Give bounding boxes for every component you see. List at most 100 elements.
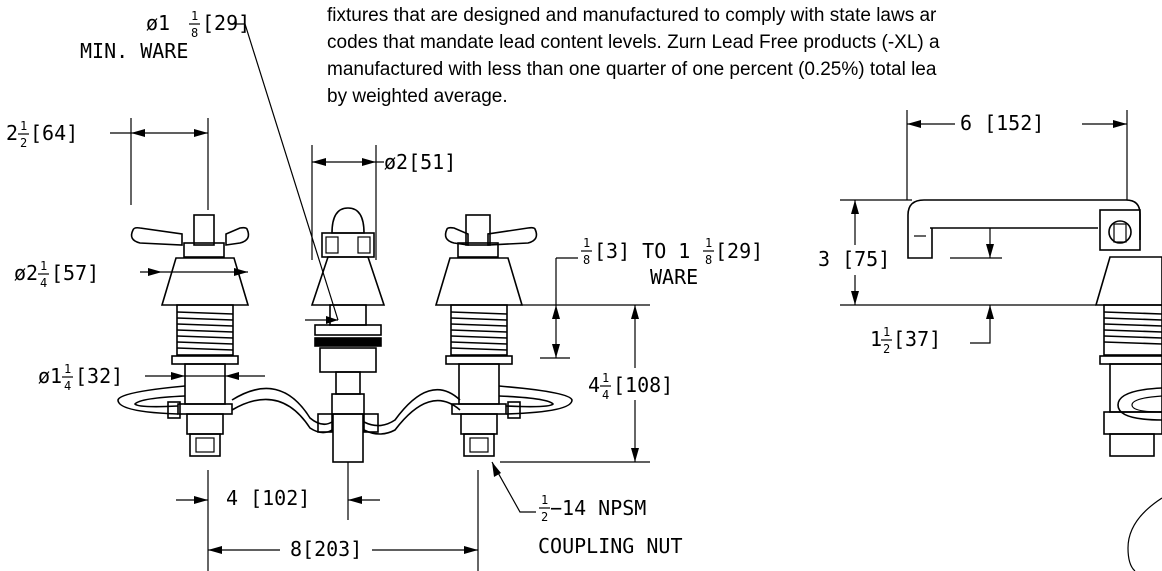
svg-text:ø2: ø2 xyxy=(14,261,38,285)
right-handle-hub xyxy=(465,214,491,246)
svg-text:2: 2 xyxy=(6,121,18,145)
left-valve-body xyxy=(184,363,226,405)
dim-spout-center: 4 [102] xyxy=(176,462,380,571)
right-lever-handle xyxy=(487,226,538,246)
note-line-2: codes that mandate lead content levels. … xyxy=(327,32,940,53)
svg-text:1: 1 xyxy=(870,327,882,351)
left-locknut xyxy=(177,403,233,415)
svg-text:4: 4 xyxy=(588,373,600,397)
dim-center-spread: 8[203] xyxy=(208,470,479,571)
svg-text:[32]: [32] xyxy=(75,364,123,388)
right-handle-collar xyxy=(457,242,499,258)
svg-text:[108]: [108] xyxy=(613,373,673,397)
svg-text:WARE: WARE xyxy=(650,265,698,289)
lead-free-note: fixtures that are designed and manufactu… xyxy=(327,5,940,107)
right-inlet-nut xyxy=(463,433,495,457)
spout-inlet xyxy=(332,413,364,463)
svg-text:1: 1 xyxy=(583,236,590,250)
dim-min-ware: ø1 1 8 [29] MIN. WARE xyxy=(80,9,339,324)
spout-washer xyxy=(314,324,382,336)
svg-text:1: 1 xyxy=(64,362,71,376)
side-spout-arm xyxy=(907,199,1141,240)
svg-text:1: 1 xyxy=(191,9,198,23)
svg-text:2: 2 xyxy=(883,342,890,356)
svg-text:8: 8 xyxy=(583,253,590,267)
svg-text:4: 4 xyxy=(40,276,47,290)
front-view: ø1 1 8 [29] MIN. WARE 2 1 2 [64] ø2[ xyxy=(6,9,763,571)
dim-handle-spread: 2 1 2 [64] xyxy=(6,118,209,210)
svg-text:6 [152]: 6 [152] xyxy=(960,111,1044,135)
svg-text:1: 1 xyxy=(541,493,548,507)
svg-text:1: 1 xyxy=(883,325,890,339)
svg-text:3 [75]: 3 [75] xyxy=(818,247,890,271)
right-valve xyxy=(434,214,538,457)
svg-text:ø2[51]: ø2[51] xyxy=(384,150,456,174)
side-escutcheon xyxy=(1094,256,1162,306)
left-inlet-nut xyxy=(189,433,221,457)
dim-shank-dia: ø1 1 4 [32] xyxy=(38,362,265,393)
svg-text:1: 1 xyxy=(40,259,47,273)
right-escutcheon xyxy=(434,257,524,306)
side-supply-loop xyxy=(1127,497,1162,571)
left-lever-handle-right xyxy=(225,226,250,246)
dim-shank-len: 4 1 4 [108] xyxy=(500,305,673,463)
dim-min-ware-prefix: ø1 xyxy=(146,11,170,35)
svg-text:4: 4 xyxy=(64,379,71,393)
right-flange xyxy=(445,355,513,365)
dim-min-ware-label: MIN. WARE xyxy=(80,39,188,63)
svg-text:[29]: [29] xyxy=(715,239,763,263)
note-line-4: by weighted average. xyxy=(327,86,508,107)
svg-text:8: 8 xyxy=(191,26,198,40)
right-valve-body xyxy=(458,363,500,405)
right-coupling xyxy=(460,413,498,435)
dim-coupling-nut: 1 2 −14 NPSM COUPLING NUT xyxy=(491,461,683,558)
right-lever-handle-left xyxy=(444,226,469,246)
svg-text:[64]: [64] xyxy=(30,121,78,145)
dim-spout-reach: 6 [152] xyxy=(906,110,1128,200)
side-spout-body xyxy=(1099,209,1141,251)
left-handle-hub xyxy=(193,214,215,246)
svg-text:1: 1 xyxy=(602,371,609,385)
dim-spout-dia: ø2[51] xyxy=(311,145,456,260)
center-spout xyxy=(310,207,386,463)
svg-text:1: 1 xyxy=(20,119,27,133)
side-view: 6 [152] 3 [75] 1 1 2 [37] xyxy=(818,110,1162,571)
left-lever-handle xyxy=(130,226,183,246)
spout-escutcheon xyxy=(310,256,386,306)
svg-text:4 [102]: 4 [102] xyxy=(226,486,310,510)
spout-gasket xyxy=(314,337,382,347)
svg-text:[37]: [37] xyxy=(893,327,941,351)
svg-text:1: 1 xyxy=(705,236,712,250)
svg-text:4: 4 xyxy=(602,388,609,402)
spout-nut xyxy=(319,347,377,373)
svg-text:[57]: [57] xyxy=(51,261,99,285)
note-line-3: manufactured with less than one quarter … xyxy=(327,59,937,80)
center-to-right-hose xyxy=(363,388,461,427)
left-hose-loop xyxy=(117,385,186,415)
spout-tee xyxy=(331,393,365,415)
note-line-1: fixtures that are designed and manufactu… xyxy=(327,5,937,26)
svg-text:8: 8 xyxy=(705,253,712,267)
svg-text:2: 2 xyxy=(541,510,548,524)
svg-text:−14 NPSM: −14 NPSM xyxy=(550,496,646,520)
left-escutcheon xyxy=(160,257,250,306)
right-locknut xyxy=(451,403,507,415)
svg-text:[3] TO 1: [3] TO 1 xyxy=(594,239,690,263)
left-coupling xyxy=(186,413,224,435)
dim-escutcheon-dia: ø2 1 4 [57] xyxy=(14,259,248,290)
spout-tailpiece xyxy=(335,371,361,395)
svg-text:2: 2 xyxy=(20,136,27,150)
dim-spout-height: 3 [75] xyxy=(818,199,1096,306)
svg-text:ø1: ø1 xyxy=(38,364,62,388)
spout-shank xyxy=(329,304,367,326)
svg-text:COUPLING NUT: COUPLING NUT xyxy=(538,534,683,558)
svg-text:8[203]: 8[203] xyxy=(290,537,362,561)
left-handle-collar xyxy=(183,242,225,258)
spout-dome xyxy=(331,207,365,234)
dim-spout-clear: 1 1 2 [37] xyxy=(870,228,1002,356)
left-valve xyxy=(130,214,250,457)
right-hose-loop xyxy=(498,385,573,415)
supply-hoses xyxy=(117,385,573,435)
left-flange xyxy=(171,355,239,365)
